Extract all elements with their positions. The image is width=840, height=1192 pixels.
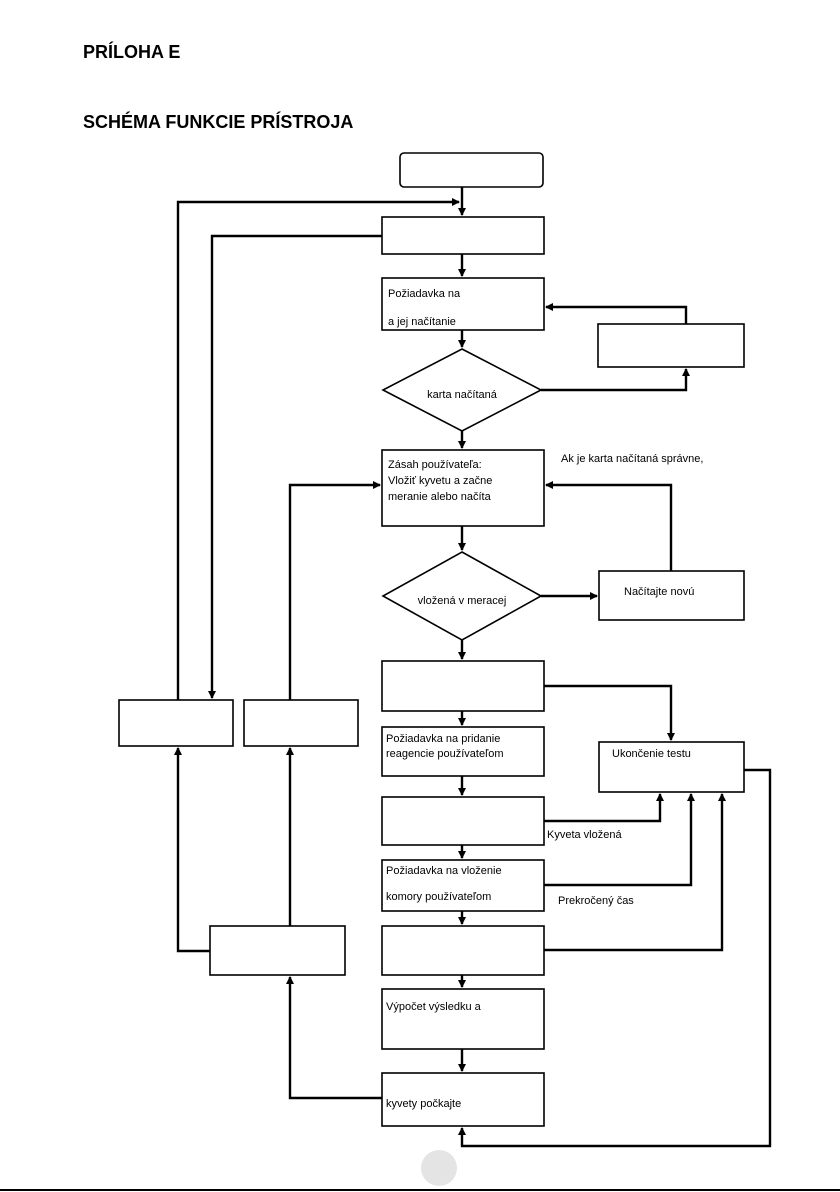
reagent-request-label-2: reagencie používateľom — [386, 748, 504, 760]
measure-box — [381, 660, 545, 712]
page-number-badge — [421, 1150, 457, 1186]
left-box-c — [209, 925, 346, 976]
result-calc-box — [381, 988, 545, 1050]
cuvette-wait-box — [381, 1072, 545, 1127]
chamber-box — [381, 925, 545, 976]
load-new-label: Načítajte novú — [624, 586, 694, 598]
card-loaded-label: karta načítaná — [427, 389, 498, 401]
chamber-request-label-1: Požiadavka na vloženie — [386, 865, 502, 877]
card-request-box — [381, 277, 545, 331]
user-action-label-2: Vložiť kyvetu a začne — [388, 475, 492, 487]
card-request-label-1: Požiadavka na — [388, 288, 461, 300]
start-box — [399, 152, 544, 188]
chamber-request-box — [381, 859, 545, 912]
user-action-label-3: meranie alebo načíta — [388, 491, 492, 503]
error-box — [597, 323, 745, 368]
left-box-a — [118, 699, 234, 747]
load-new-box — [598, 570, 745, 621]
diagram-title: SCHÉMA FUNKCIE PRÍSTROJA — [83, 112, 354, 132]
end-test-box — [598, 741, 745, 793]
card-ok-annotation: Ak je karta načítaná správne, — [561, 453, 703, 465]
appendix-title: PRÍLOHA E — [83, 42, 181, 62]
result-calc-label: Výpočet výsledku a — [386, 1001, 482, 1013]
reagent-request-label-1: Požiadavka na pridanie — [386, 733, 500, 745]
card-request-label-2: a jej načítanie — [388, 316, 456, 328]
chamber-request-label-2: komory používateľom — [386, 891, 491, 903]
cuvette-wait-label: kyvety počkajte — [386, 1098, 461, 1110]
init-box — [381, 216, 545, 255]
reagent-request-box — [381, 726, 545, 777]
left-box-b — [243, 699, 359, 747]
end-test-label: Ukončenie testu — [612, 748, 691, 760]
time-exceeded-annotation: Prekročený čas — [558, 895, 634, 907]
user-action-box — [381, 449, 545, 527]
connector-arrows — [174, 198, 772, 1148]
user-action-label-1: Zásah používateľa: — [388, 459, 482, 471]
cuvette-decision-label: vložená v meracej — [418, 595, 507, 607]
cuvette-inserted-annotation: Kyveta vložená — [547, 829, 622, 841]
bottom-rule — [0, 1189, 840, 1191]
cuvette-box — [381, 796, 545, 846]
